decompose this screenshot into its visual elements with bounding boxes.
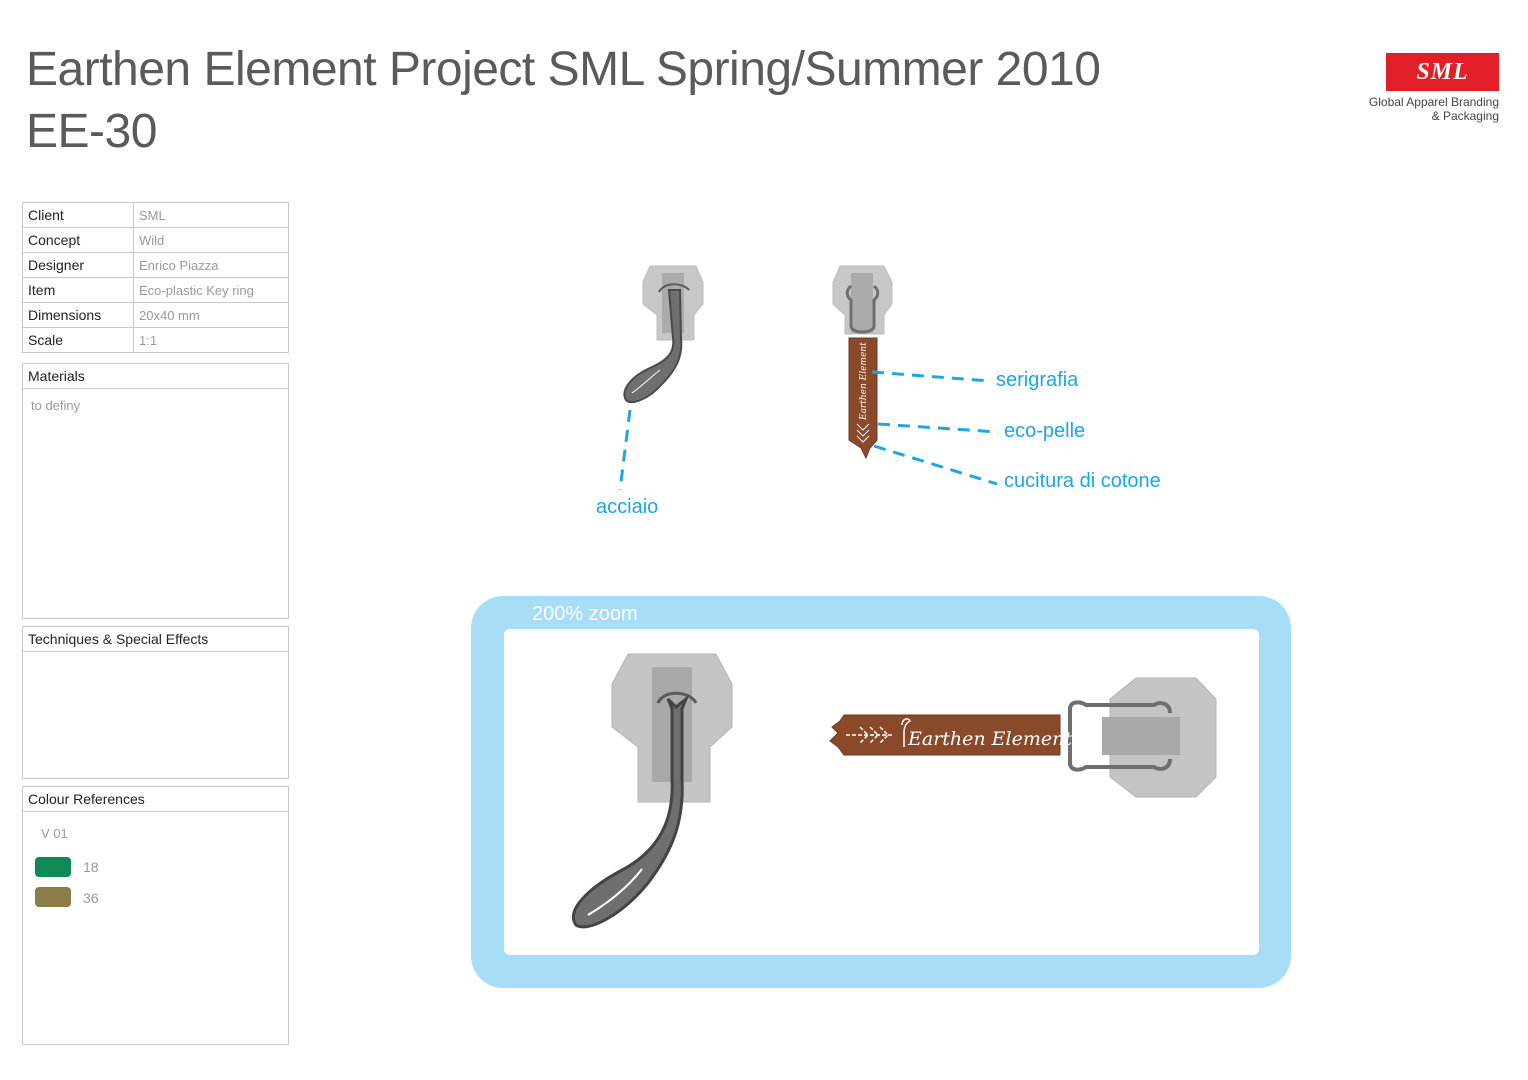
acciaio-callout-line [618,409,632,491]
designer-label: Designer [22,252,134,278]
sml-logo: SML [1386,53,1499,91]
cucitura-label: cucitura di cotone [1004,470,1161,492]
dimensions-value: 20x40 mm [133,302,289,328]
materials-text: to definy [31,398,81,413]
cucitura-callout-line [873,444,998,486]
brand-tagline-line1: Global Apparel Branding [1368,95,1499,109]
techniques-panel: Techniques & Special Effects [22,626,289,779]
zoomed-steel-clip [572,653,733,929]
item-code: EE-30 [26,105,157,158]
serigrafia-label: serigrafia [996,369,1079,391]
client-value: SML [133,202,289,228]
techniques-heading: Techniques & Special Effects [23,627,288,652]
concept-value: Wild [133,227,289,253]
table-row: Scale 1:1 [22,327,289,353]
materials-heading: Materials [23,364,288,389]
colour-swatch-36 [35,887,71,907]
page-title: Earthen Element Project SML Spring/Summe… [26,43,1101,96]
zoomed-leather-tag: Earthen Element [829,677,1217,798]
table-row: Concept Wild [22,227,289,253]
eco-pelle-callout-line [877,422,999,434]
colour-references-panel: Colour References V 01 18 36 [22,786,289,1045]
brand-tagline-line2: & Packaging [1431,109,1499,123]
table-row: Designer Enrico Piazza [22,252,289,278]
logo-text: SML [1416,58,1469,85]
zoom-label: 200% zoom [532,603,638,625]
zoom-canvas: Earthen Element [504,629,1259,955]
callout-lines [618,370,999,491]
tag-print-text: Earthen Element [859,342,869,421]
colour-swatch-18 [35,857,71,877]
colour-references-heading: Colour References [23,787,288,812]
colour-swatch-label: 18 [83,859,99,875]
zoom-frame: 200% zoom Earthen Element [471,596,1291,988]
scale-label: Scale [22,327,134,353]
acciaio-label: acciaio [596,496,659,518]
materials-panel: Materials to definy [22,363,289,619]
zoomed-tag-print-text: Earthen Element [907,728,1072,750]
eco-pelle-label: eco-pelle [1004,420,1086,442]
spec-table: Client SML Concept Wild Designer Enrico … [22,202,289,353]
table-row: Dimensions 20x40 mm [22,302,289,328]
zoomed-drawings: Earthen Element [572,653,1217,929]
dimensions-label: Dimensions [22,302,134,328]
table-row: Item Eco-plastic Key ring [22,277,289,303]
leather-tag-front-view: Earthen Element [832,265,893,460]
steel-clip-side-view [623,265,704,403]
colour-version: V 01 [41,826,68,841]
scale-value: 1:1 [133,327,289,353]
serigrafia-callout-line [871,370,991,383]
colour-swatch-label: 36 [83,890,99,906]
